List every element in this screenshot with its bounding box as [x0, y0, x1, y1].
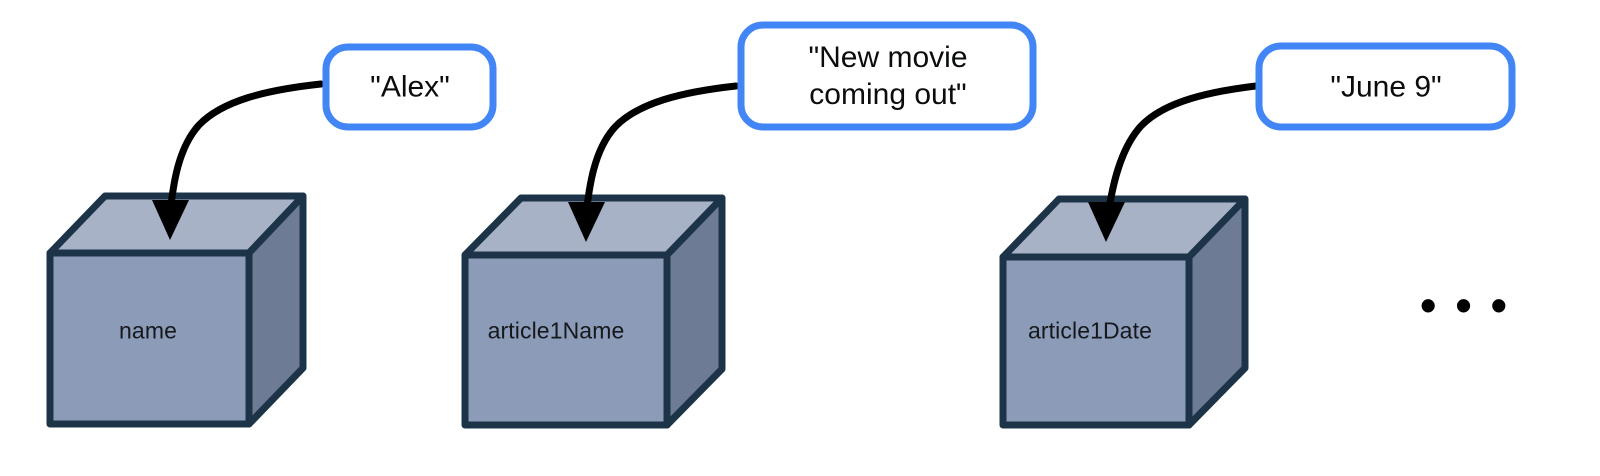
value-bubble-alex[interactable]	[322, 43, 497, 131]
arrow-newmovie-to-article1Name-curve	[582, 82, 740, 220]
arrow-june9-to-article1Date-head	[1088, 202, 1125, 242]
value-bubble-june-9[interactable]	[1255, 42, 1516, 131]
arrow-alex-to-name-head	[152, 200, 189, 240]
cube-article1Date[interactable]	[999, 195, 1249, 429]
arrow-june9-to-article1Date	[1088, 81, 1269, 242]
arrow-newmovie-to-article1Name-head	[568, 202, 605, 242]
value-bubble-new-movie[interactable]	[737, 21, 1037, 131]
cube-name-front-face	[46, 249, 253, 428]
cube-article1Name-front-face	[461, 251, 671, 429]
cube-article1Date-front-face	[999, 253, 1193, 429]
arrow-june9-to-article1Date-curve	[1104, 81, 1269, 220]
arrow-alex-to-name	[152, 80, 325, 240]
ellipsis-more-variables: • • •	[1420, 279, 1512, 331]
arrow-newmovie-to-article1Name	[568, 82, 740, 242]
cube-article1Name[interactable]	[461, 194, 726, 429]
cube-name[interactable]	[46, 192, 307, 428]
arrow-alex-to-name-curve	[166, 80, 325, 218]
